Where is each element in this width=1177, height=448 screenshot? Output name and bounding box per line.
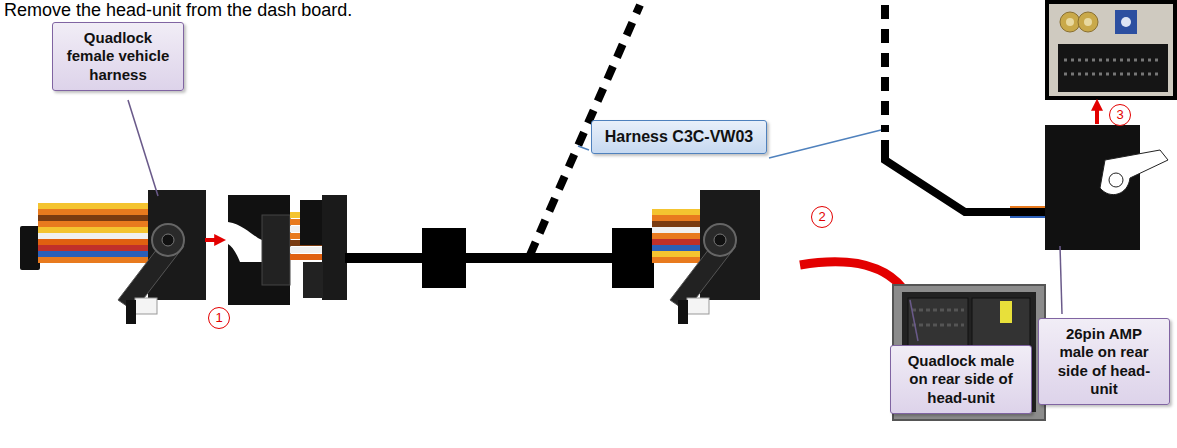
head-unit-amp-photo <box>1060 12 1080 32</box>
adapter-harness <box>228 195 290 305</box>
adapter-harness <box>652 239 702 245</box>
adapter-harness <box>714 234 726 246</box>
adapter-harness <box>228 5 1048 324</box>
quadlock-female-connector <box>38 215 150 221</box>
head-unit-amp-photo <box>1121 17 1131 27</box>
adapter-harness <box>300 200 322 245</box>
head-unit-quadlock-photo <box>1000 301 1012 323</box>
quadlock-female-connector <box>38 251 150 257</box>
adapter-harness <box>652 245 702 251</box>
adapter-harness <box>687 298 709 314</box>
plug-arrow <box>205 238 219 242</box>
quadlock-female-connector <box>38 233 150 239</box>
adapter-harness <box>652 209 702 215</box>
adapter-harness <box>704 224 736 256</box>
head-unit-amp-photo <box>1084 18 1092 26</box>
quadlock-female-connector <box>20 190 206 324</box>
quadlock-female-connector <box>38 245 150 251</box>
leader-line <box>910 300 918 341</box>
quadlock-female-connector <box>38 227 150 233</box>
head-unit-amp-photo <box>1064 73 1162 76</box>
adapter-harness <box>652 257 702 263</box>
adapter-harness <box>678 300 688 324</box>
head-unit-amp-photo <box>1115 10 1137 34</box>
adapter-harness <box>700 190 760 300</box>
harness-box: Harness C3C-VW03 <box>591 120 767 154</box>
quadlock-female-connector <box>135 298 157 314</box>
head-unit-quadlock-photo <box>972 298 1030 348</box>
quadlock-female-connector <box>20 226 40 270</box>
head-unit-amp-photo <box>1078 12 1098 32</box>
box-text: Harness C3C-VW03 <box>600 127 758 147</box>
quadlock-female-connector <box>38 209 150 215</box>
adapter-harness <box>652 251 702 257</box>
quadlock-female-connector <box>38 257 150 263</box>
head-unit-quadlock-photo <box>912 309 964 312</box>
plug-arrow <box>1095 106 1099 124</box>
adapter-harness <box>322 195 347 300</box>
head-unit-quadlock-photo <box>912 324 964 327</box>
quadlock-female-connector <box>148 190 206 300</box>
adapter-harness <box>652 233 702 239</box>
quadlock-female-connector <box>126 300 136 324</box>
adapter-harness <box>1010 216 1048 218</box>
adapter-harness <box>652 215 702 221</box>
callout-box: 26pin AMP male on rear side of head-unit <box>1038 318 1170 405</box>
head-unit-amp-photo <box>1064 59 1162 62</box>
callout-number: 2 <box>811 206 833 228</box>
callout-number: 1 <box>208 307 230 329</box>
head-unit-amp-photo <box>1047 2 1175 98</box>
leader-line <box>128 100 158 196</box>
adapter-harness <box>612 228 654 288</box>
adapter-harness <box>652 227 702 233</box>
head-unit-amp-photo <box>1058 44 1168 92</box>
adapter-harness <box>303 262 323 298</box>
box-text: Quadlock male on rear side of head-unit <box>899 352 1023 407</box>
quadlock-female-connector <box>38 239 150 245</box>
head-unit-quadlock-photo <box>908 298 968 348</box>
head-unit-amp-photo <box>1066 18 1074 26</box>
box-text: Quadlock female vehicle harness <box>61 29 175 84</box>
instruction-text: Remove the head-unit from the dash board… <box>4 0 352 21</box>
adapter-harness <box>885 140 1048 212</box>
adapter-harness <box>1010 206 1048 208</box>
leader-line <box>128 100 1062 341</box>
amp-plug <box>1100 150 1168 195</box>
leader-line <box>769 130 881 158</box>
adapter-harness <box>228 222 262 262</box>
box-text: 26pin AMP male on rear side of head-unit <box>1047 325 1161 398</box>
quadlock-female-connector <box>38 221 150 227</box>
callout-number: 3 <box>1109 104 1131 126</box>
quadlock-female-connector <box>38 203 150 209</box>
adapter-harness <box>881 5 889 132</box>
quadlock-female-connector <box>162 234 174 246</box>
head-unit-amp-photo <box>1047 2 1175 98</box>
leader-line <box>578 146 589 150</box>
leader-line <box>1060 246 1062 314</box>
amp-plug <box>1109 173 1123 187</box>
callout-box: Quadlock male on rear side of head-unit <box>890 345 1032 414</box>
adapter-harness <box>652 221 702 227</box>
callout-box: Quadlock female vehicle harness <box>52 22 184 91</box>
adapter-harness <box>262 215 290 285</box>
adapter-harness <box>345 253 620 263</box>
quadlock-female-connector <box>152 224 184 256</box>
amp-plug <box>1045 125 1168 250</box>
adapter-harness <box>422 228 466 288</box>
